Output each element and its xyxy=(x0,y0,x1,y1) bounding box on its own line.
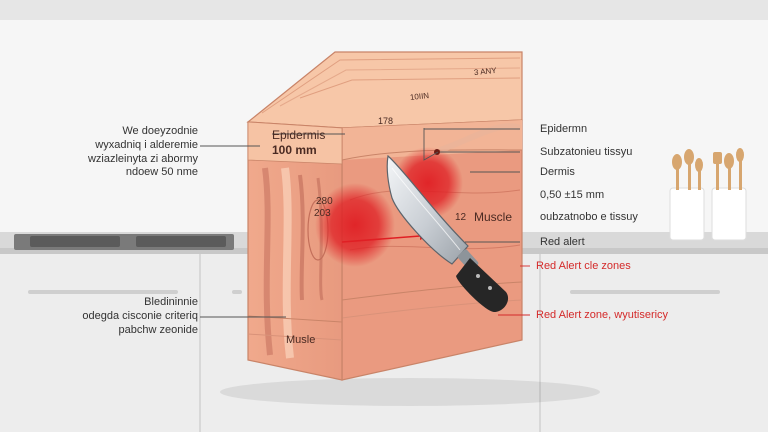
muscle-label: Muscle xyxy=(474,210,513,224)
left-note-line: ndoew 50 nme xyxy=(125,166,198,179)
left-note-line: pabchw zeonide xyxy=(118,323,198,336)
alert-zone-1 xyxy=(315,183,395,267)
right-label: oubzatnobo e tissuy xyxy=(540,211,638,223)
left-note-top: We doeyzodnie wyxadniq i alderemie wziaz… xyxy=(88,125,198,180)
top-small-label: 178 xyxy=(378,116,394,126)
thickness-label: 100 mm xyxy=(272,143,317,157)
utensil-holder-icon xyxy=(669,148,747,241)
red-alert-label: Red Alert zone, wyutisericy xyxy=(536,309,669,321)
red-alert-label: Red Alert cle zones xyxy=(536,260,631,272)
right-label: 0,50 ±15 mm xyxy=(540,189,605,201)
left-note-line: wyxadniq i alderemie xyxy=(95,138,198,151)
tissue-block xyxy=(246,51,523,381)
left-note-line: odegda cisconie criteriq xyxy=(82,309,198,322)
top-small-label: 10IIN xyxy=(409,91,430,102)
right-label: Dermis xyxy=(540,166,575,178)
left-note-line: wziazleinyta zi abormy xyxy=(87,152,198,165)
dermis-number-label: 280 xyxy=(316,196,333,207)
leader-lines xyxy=(200,128,520,318)
stove-icon xyxy=(14,234,234,250)
right-label: Red alert xyxy=(540,236,585,248)
right-label: Subzatonieu tissyu xyxy=(540,146,633,158)
left-note-line: We doeyzodnie xyxy=(122,125,198,137)
epidermis-label: Epidermis xyxy=(272,128,326,142)
left-note-bottom: Bledininnie odegda cisconie criteriq pab… xyxy=(82,296,198,337)
right-label: Epidermn xyxy=(540,123,588,135)
muscle-number-label: 12 xyxy=(455,212,467,223)
top-shelf xyxy=(0,0,768,20)
left-note-line: Bledininnie xyxy=(144,296,198,308)
knife-icon xyxy=(386,154,509,312)
muscle-bottom-label: Musle xyxy=(286,334,316,346)
dermis-number-label: 203 xyxy=(314,208,331,219)
